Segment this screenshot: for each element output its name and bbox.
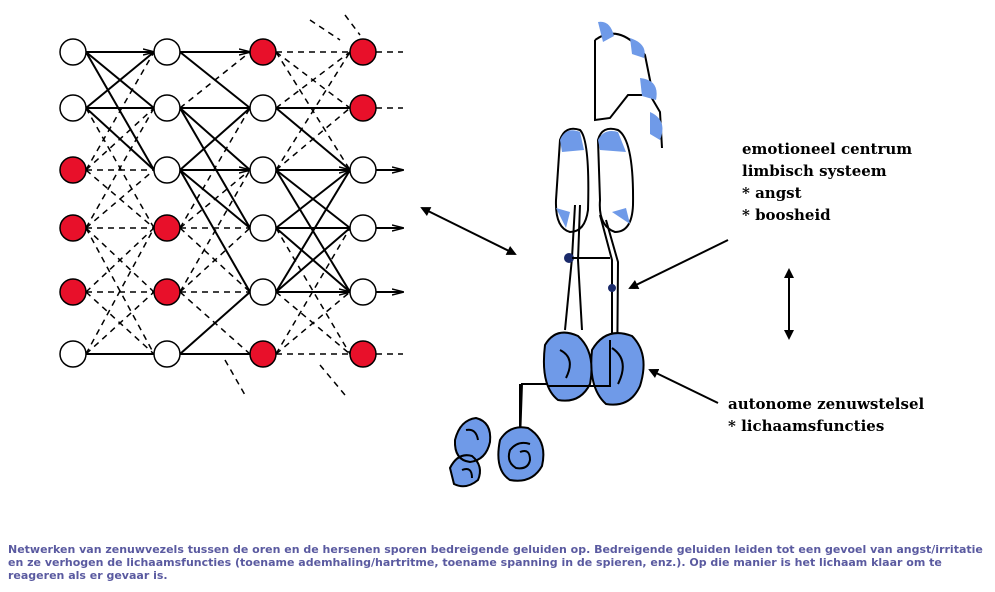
brain-middle-lobe-left (554, 127, 590, 234)
brain-lower-lobes (542, 331, 645, 406)
active-neuron-node (249, 340, 277, 368)
pointer-arrows (420, 207, 794, 404)
fiber-crossing (275, 107, 351, 171)
fiber-crossing (275, 51, 351, 171)
cochlea-shape (497, 426, 545, 482)
nerve-fiber-nodes (59, 38, 377, 368)
fiber-crossing (85, 51, 155, 109)
fiber-extra (344, 14, 361, 36)
fiber-crossing (85, 51, 155, 171)
active-neuron-node (59, 214, 87, 242)
network-to-brain-arrow (420, 207, 517, 255)
inactive-neuron-node (59, 340, 87, 368)
limbic-system-drawing (448, 21, 663, 488)
label-limbic-system: limbisch systeem (742, 162, 887, 180)
label-body-functions: * lichaamsfuncties (728, 417, 885, 435)
fiber-crossing (275, 227, 351, 355)
brain-lower-inner (548, 340, 624, 387)
inactive-neuron-node (59, 38, 87, 66)
fiber-crossing (85, 107, 155, 229)
active-neuron-node (59, 156, 87, 184)
fiber-crossing (179, 107, 251, 229)
inner-ear-shapes (448, 416, 492, 488)
label-autonomic-nervous-system: autonome zenuwstelsel (728, 395, 925, 413)
active-neuron-node (153, 214, 181, 242)
fiber-crossing (85, 227, 155, 355)
neural-network-diagram (59, 14, 794, 488)
fiber-crossing (275, 51, 351, 109)
auditory-pathway (519, 383, 548, 441)
active-neuron-node (153, 278, 181, 306)
fiber-crossing (275, 227, 351, 355)
emotional-center-labels: emotioneel centrum limbisch systeem * an… (742, 138, 912, 226)
inactive-neuron-node (249, 156, 277, 184)
fiber-crossing (275, 169, 351, 229)
brain-upper-outline (594, 32, 663, 149)
fiber-crossing (85, 169, 155, 229)
fiber-extra (309, 19, 341, 41)
fiber-crossing (275, 291, 351, 355)
nerve-fiber-connections (85, 14, 403, 396)
inactive-neuron-node (349, 278, 377, 306)
fiber-crossing (179, 169, 251, 229)
inner-ear-detail (461, 428, 479, 479)
brain-junction-nodes (564, 253, 616, 292)
figure-caption: Netwerken van zenuwvezels tussen de oren… (8, 543, 983, 582)
active-neuron-node (349, 38, 377, 66)
inactive-neuron-node (59, 94, 87, 122)
fiber-extra (224, 359, 246, 396)
inactive-neuron-node (153, 340, 181, 368)
emotional-pointer-arrow (628, 239, 729, 289)
fiber-crossing (85, 107, 155, 171)
brain-middle-highlight (556, 130, 630, 228)
fiber-crossing (275, 227, 351, 293)
inactive-neuron-node (249, 278, 277, 306)
active-neuron-node (249, 38, 277, 66)
label-anger: * boosheid (742, 206, 831, 224)
fiber-extra (319, 364, 346, 396)
autonomic-system-labels: autonome zenuwstelsel * lichaamsfuncties (728, 393, 924, 437)
brain-middle-lobe-right (596, 127, 635, 234)
inactive-neuron-node (153, 156, 181, 184)
label-fear: * angst (742, 184, 802, 202)
cochlea-spiral (507, 441, 532, 470)
fiber-crossing (179, 169, 251, 293)
active-neuron-node (349, 340, 377, 368)
autonomic-pointer-arrow (648, 368, 719, 404)
fiber-crossing (179, 227, 251, 293)
fiber-crossing (179, 51, 251, 109)
label-emotional-center: emotioneel centrum (742, 140, 913, 158)
inactive-neuron-node (249, 94, 277, 122)
fiber-crossing (85, 227, 155, 293)
active-neuron-node (59, 278, 87, 306)
fiber-crossing (85, 291, 155, 355)
active-neuron-node (349, 94, 377, 122)
inactive-neuron-node (249, 214, 277, 242)
inactive-neuron-node (349, 156, 377, 184)
inactive-neuron-node (153, 38, 181, 66)
fiber-crossing (179, 291, 251, 355)
fiber-crossing (179, 107, 251, 171)
brain-upper-highlight (598, 21, 663, 140)
inactive-neuron-node (153, 94, 181, 122)
inactive-neuron-node (349, 214, 377, 242)
fiber-crossing (275, 169, 351, 293)
